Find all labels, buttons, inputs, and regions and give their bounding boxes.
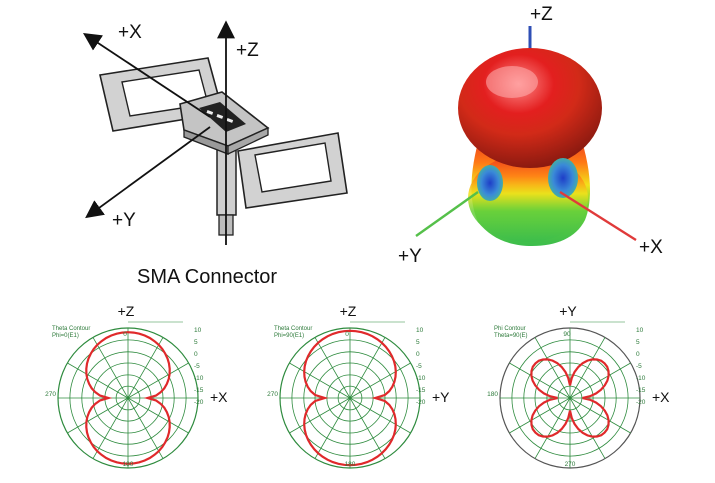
antenna-arm-right <box>237 132 348 209</box>
polar-pattern-trace <box>85 331 171 465</box>
pattern3d-axis-y <box>415 191 479 237</box>
polar-grid-spoke <box>314 397 351 459</box>
polar-scale-tick: 0 <box>194 351 198 358</box>
polar-scale-tick: -10 <box>194 375 204 382</box>
polar-top-axis-label: +Z <box>118 303 135 319</box>
antenna-diagram: +X +Y +Z SMA Connector <box>82 20 348 288</box>
pattern3d-z-label: +Z <box>530 4 553 25</box>
polar-title-line2: Phi=0(E1) <box>52 333 79 339</box>
polar-scale-tick: -10 <box>416 375 426 382</box>
pattern3d-null-left <box>477 165 503 201</box>
polar-side-axis-label: +X <box>210 389 228 405</box>
antenna-pcb <box>179 91 270 156</box>
polar-title-line1: Theta Contour <box>274 326 312 332</box>
polar-grid-spoke <box>534 397 571 459</box>
polar-grid-spoke <box>127 337 164 399</box>
polar-grid-spoke <box>314 337 351 399</box>
polar-grid-spoke <box>289 362 351 399</box>
polar-angle-top: 90 <box>563 331 571 338</box>
polar-grid-spoke <box>569 337 606 399</box>
polar-angle-bottom: 180 <box>345 461 356 468</box>
polar-title-line1: Theta Contour <box>52 326 90 332</box>
antenna-z-label: +Z <box>236 40 259 61</box>
pattern3d-x-label: +X <box>639 237 663 258</box>
polar-title-line2: Phi=90(E1) <box>274 333 304 339</box>
polar-grid-spoke <box>289 397 351 434</box>
polar-angle-top: 0 <box>123 331 127 338</box>
polar-grid-spoke <box>92 337 129 399</box>
pattern3d-axis-x <box>559 190 637 242</box>
pattern3d-body <box>458 48 602 246</box>
polar-top-axis-label: +Y <box>559 303 577 319</box>
polar-angle-left: 270 <box>267 391 278 398</box>
sma-connector-label: SMA Connector <box>137 266 277 288</box>
polar-title-line2: Theta=90(E) <box>494 333 528 339</box>
antenna-axis-y <box>85 126 211 219</box>
polar-grid-spoke <box>127 362 189 399</box>
polar-side-axis-label: +Y <box>432 389 450 405</box>
polar-grid-spoke <box>127 397 164 459</box>
polar-scale-tick: -5 <box>416 363 422 370</box>
polar-scale-tick: 10 <box>636 327 644 334</box>
polar-scale-tick: -5 <box>194 363 200 370</box>
polar-angle-left: 270 <box>45 391 56 398</box>
polar-scale-tick: 5 <box>194 339 198 346</box>
polar-grid-spoke <box>569 362 631 399</box>
polar-scale-tick: -20 <box>416 399 426 406</box>
polar-grid-spoke <box>349 397 386 459</box>
polar-grid-spoke <box>349 397 411 434</box>
polar-scale-tick: -15 <box>194 387 204 394</box>
polar-grid-spoke <box>67 397 129 434</box>
polar-scale-tick: -20 <box>194 399 204 406</box>
polar-angle-bottom: 180 <box>123 461 134 468</box>
polar-scale-tick: -20 <box>636 399 646 406</box>
polar-grid-spoke <box>349 362 411 399</box>
polar-grid-spoke <box>67 362 129 399</box>
polar-side-axis-label: +X <box>652 389 670 405</box>
polar-scale-tick: 0 <box>636 351 640 358</box>
polar-grid-spoke <box>534 337 571 399</box>
polar-grid-spoke <box>349 337 386 399</box>
polar-grid-spoke <box>127 397 189 434</box>
polar-scale-tick: 10 <box>416 327 424 334</box>
polar-title-line1: Phi Contour <box>494 326 526 332</box>
polar-scale-tick: 5 <box>416 339 420 346</box>
antenna-y-label: +Y <box>112 210 136 231</box>
pattern3d-null-right <box>548 158 578 198</box>
polar-grid-spoke <box>509 397 571 434</box>
antenna-axis-x <box>82 33 211 118</box>
polar-angle-left: 180 <box>487 391 498 398</box>
polar-scale-tick: 0 <box>416 351 420 358</box>
polar-grid-spoke <box>569 397 606 459</box>
polar-pattern-trace <box>303 329 397 467</box>
polar-scale-tick: -10 <box>636 375 646 382</box>
antenna-x-label: +X <box>118 22 142 43</box>
pattern3d-y-label: +Y <box>398 246 422 267</box>
polar-pattern-trace <box>530 358 610 438</box>
pattern-3d: +Z +X +Y <box>398 4 663 267</box>
polar-scale-tick: -5 <box>636 363 642 370</box>
polar-scale-tick: 10 <box>194 327 202 334</box>
polar-angle-top: 0 <box>345 331 349 338</box>
polar-top-axis-label: +Z <box>340 303 357 319</box>
polar-scale-tick: -15 <box>416 387 426 394</box>
polar-grid-spoke <box>509 362 571 399</box>
polar-angle-bottom: 270 <box>565 461 576 468</box>
polar-grid-spoke <box>92 397 129 459</box>
polar-scale-tick: 5 <box>636 339 640 346</box>
polar-grid-spoke <box>569 397 631 434</box>
polar-scale-tick: -15 <box>636 387 646 394</box>
